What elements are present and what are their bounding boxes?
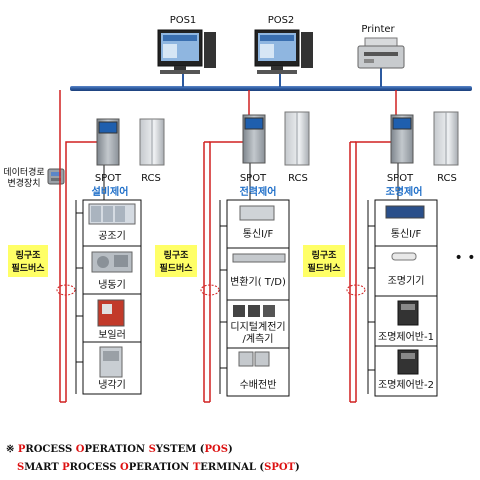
network-bus — [70, 86, 472, 91]
fieldbus-callout-2: 링구조 필드버스 — [155, 245, 197, 277]
footnote-mark: ※ — [6, 444, 15, 455]
item-label-3-4: 조명제어반-2 — [378, 379, 434, 391]
footnote-text: S — [17, 462, 25, 473]
item-label-2-2: 변환기( T/D) — [230, 276, 286, 288]
item-label-2-1: 통신I/F — [243, 228, 274, 240]
converter-device — [47, 168, 65, 185]
svg-text:링구조: 링구조 — [16, 249, 42, 261]
svg-text:필드버스: 필드버스 — [307, 262, 341, 274]
footnote-text: ROCESS — [69, 462, 120, 473]
group-power — [200, 90, 310, 403]
svg-text:링구조: 링구조 — [312, 249, 338, 261]
item-label-3-2: 조명기기 — [388, 275, 425, 287]
converter-label-line1: 데이터경로 — [3, 166, 44, 178]
footnote-text: YSTEM ( — [155, 444, 205, 455]
fieldbus-callout-3: 링구조 필드버스 — [303, 245, 345, 277]
pos1-label: POS1 — [170, 15, 197, 26]
footnote-text: ) — [295, 462, 300, 473]
spot-label-2: SPOT — [240, 173, 267, 184]
footnote-text: SPOT — [264, 462, 295, 473]
item-label-1-2: 냉동기 — [98, 279, 126, 291]
spot-label-1: SPOT — [95, 173, 122, 184]
category-label-3: 조명제어 — [386, 185, 423, 198]
svg-text:링구조: 링구조 — [164, 249, 190, 261]
footnote-line-2: SMART PROCESS OPERATION TERMINAL (SPOT) — [17, 462, 300, 473]
rcs-label-1: RCS — [141, 173, 161, 184]
item-label-1-4: 냉각기 — [98, 379, 126, 391]
footnote-text: ROCESS — [25, 444, 76, 455]
item-label-1-3: 보일러 — [98, 329, 126, 341]
footnote-text: MART — [24, 462, 63, 473]
footnote-text: PERATION — [128, 462, 193, 473]
category-label-1: 설비제어 — [92, 185, 129, 198]
printer-label: Printer — [361, 24, 395, 35]
footnote-line-1: ※ PROCESS OPERATION SYSTEM (POS) — [6, 444, 233, 455]
footnote-text: T — [192, 462, 201, 473]
svg-text:필드버스: 필드버스 — [159, 262, 193, 274]
printer — [357, 37, 405, 87]
footnote-text: S — [148, 444, 156, 455]
footnote-text: ERMINAL ( — [200, 462, 265, 473]
rcs-label-3: RCS — [437, 173, 457, 184]
footnote-text: PERATION — [84, 444, 149, 455]
category-label-2: 전력제어 — [240, 185, 277, 198]
spot-label-3: SPOT — [387, 173, 414, 184]
rcs-label-2: RCS — [288, 173, 308, 184]
fieldbus-callout-1: 링구조 필드버스 — [8, 245, 48, 277]
group-lighting — [346, 90, 459, 403]
svg-text:필드버스: 필드버스 — [11, 262, 45, 274]
pos2-label: POS2 — [268, 15, 295, 26]
item-label-3-3: 조명제어반-1 — [378, 331, 434, 343]
pos1-computer — [157, 29, 216, 87]
converter-label-line2: 변경장치 — [7, 177, 40, 189]
footnote-text: O — [75, 444, 85, 455]
item-label-1-1: 공조기 — [98, 230, 126, 242]
footnote-text: POS — [204, 444, 228, 455]
item-label-3-1: 통신I/F — [391, 228, 422, 240]
group-facility — [56, 90, 165, 403]
footnote-text: O — [119, 462, 129, 473]
item-label-2-3b: /계측기 — [243, 333, 274, 345]
pos2-computer — [254, 29, 313, 87]
footnote-text: P — [62, 462, 70, 473]
footnote-text: ) — [227, 444, 233, 455]
item-label-2-3a: 디지털계전기 — [230, 321, 285, 333]
more-indicator: • • — [455, 250, 476, 266]
item-label-2-4: 수배전반 — [240, 379, 277, 391]
footnote-text: P — [17, 444, 26, 455]
